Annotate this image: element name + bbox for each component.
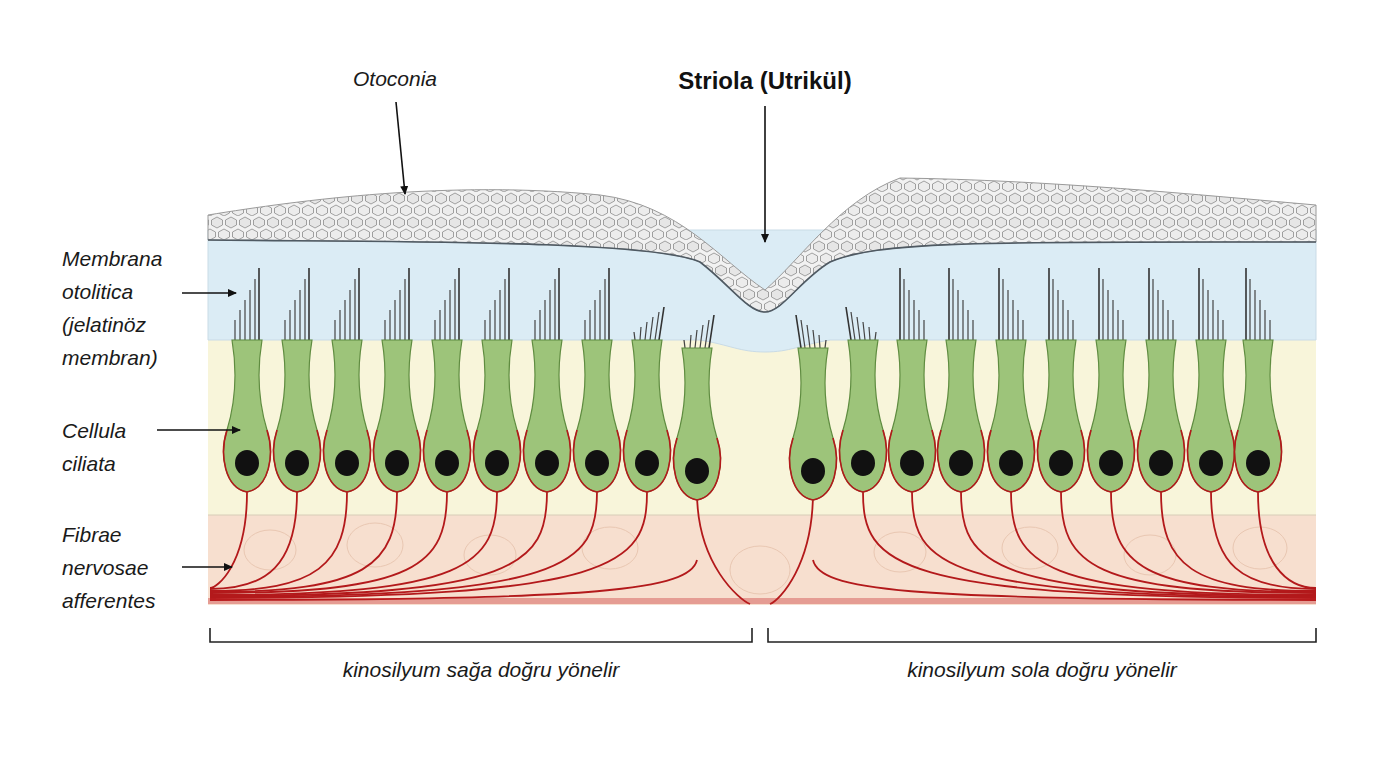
nerve-fibers xyxy=(210,492,1316,604)
part-label: Membrana otolitica (jelatinöz membran) xyxy=(62,242,174,374)
otoconia-layer xyxy=(208,178,1316,312)
region-label: kinosilyum sağa doğru yönelir xyxy=(210,653,752,686)
cell-layer xyxy=(208,338,1316,515)
leader-arrows xyxy=(157,102,765,567)
heading-label: Striola (Utrikül) xyxy=(565,64,965,97)
brackets xyxy=(210,628,1316,642)
region-label: kinosilyum sola doğru yönelir xyxy=(768,653,1316,686)
part-label: Otoconia xyxy=(330,62,460,95)
part-label: Cellula ciliata xyxy=(62,414,154,480)
hair-cells-left xyxy=(224,268,721,500)
part-label: Fibrae nervosae afferentes xyxy=(62,518,174,617)
hair-cells-right xyxy=(790,268,1282,500)
